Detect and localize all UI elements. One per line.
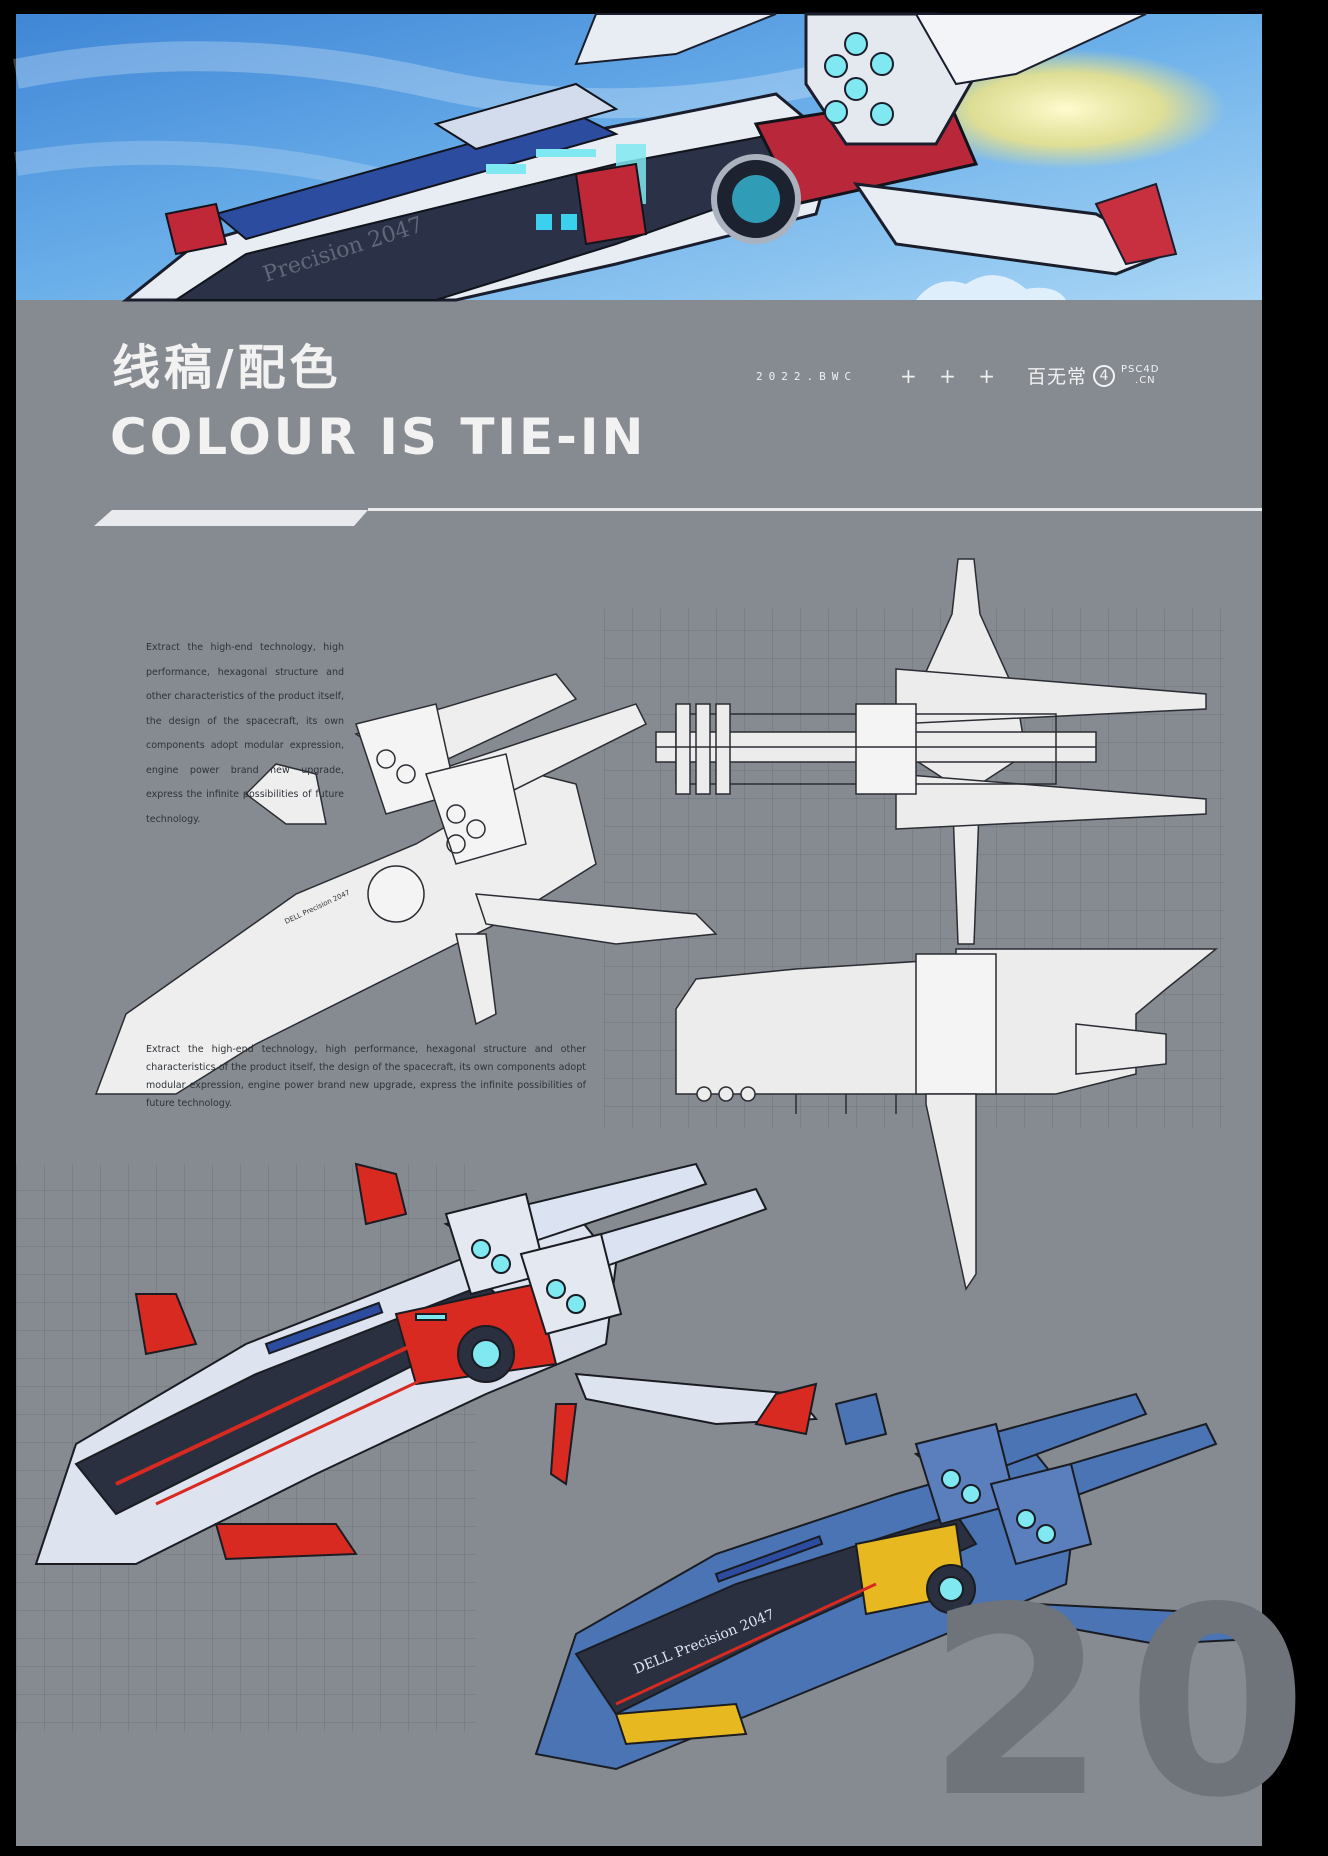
description-paragraph-top: Extract the high-end technology, high pe… — [146, 642, 344, 825]
header-divider — [94, 508, 1262, 526]
plus-marks: + + + — [900, 364, 1003, 388]
lineart-side-view — [675, 948, 1219, 1291]
page-title-en: COLOUR IS TIE-IN — [110, 408, 647, 466]
brand-site-line2: .CN — [1135, 374, 1156, 386]
poster-panel: Precision 2047 线稿/配色 COLOUR IS TIE-IN 20… — [13, 12, 1308, 1846]
hero-banner: Precision 2047 — [13, 12, 1262, 302]
lineart-top-view — [655, 558, 1207, 945]
ship-variant-blue: DELL Precision 2047 — [534, 1392, 1259, 1771]
decorative-big-number: 20 — [926, 1553, 1328, 1855]
hero-spaceship-illustration: Precision 2047 — [13, 12, 1262, 302]
brand-name: 百无常 — [1027, 366, 1088, 388]
brand-logo: 百无常 4 PSC4D .CN — [1027, 362, 1159, 389]
ship-variant-red — [34, 1162, 819, 1565]
date-code: 2022.BWC — [756, 370, 857, 383]
lineart-perspective: DELL Precision 2047 — [94, 673, 718, 1095]
artwork-canvas: DELL Precision 2047 — [16, 558, 1259, 1771]
brand-site-line1: PSC4D — [1121, 364, 1160, 375]
brand-circle-number: 4 — [1093, 364, 1116, 387]
description-paragraph-bottom: Extract the high-end technology, high pe… — [146, 1044, 586, 1109]
brand-site: PSC4D .CN — [1121, 364, 1160, 386]
page-title-cn: 线稿/配色 — [112, 340, 342, 396]
